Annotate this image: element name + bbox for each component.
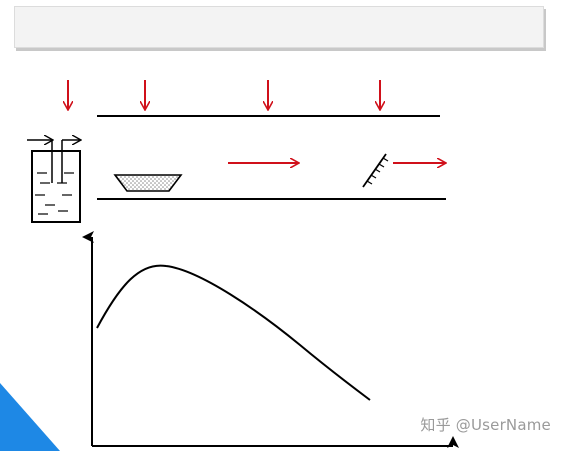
watermark-text: 知乎 @UserName bbox=[420, 416, 551, 434]
graph-curve bbox=[96, 264, 371, 401]
corner-decoration bbox=[0, 383, 60, 451]
tank-icon bbox=[27, 140, 80, 223]
boat-icon bbox=[113, 174, 183, 192]
screen-icon bbox=[362, 153, 389, 188]
graph-axes bbox=[82, 231, 459, 448]
input-arrows bbox=[68, 80, 380, 109]
title-box bbox=[14, 6, 544, 48]
